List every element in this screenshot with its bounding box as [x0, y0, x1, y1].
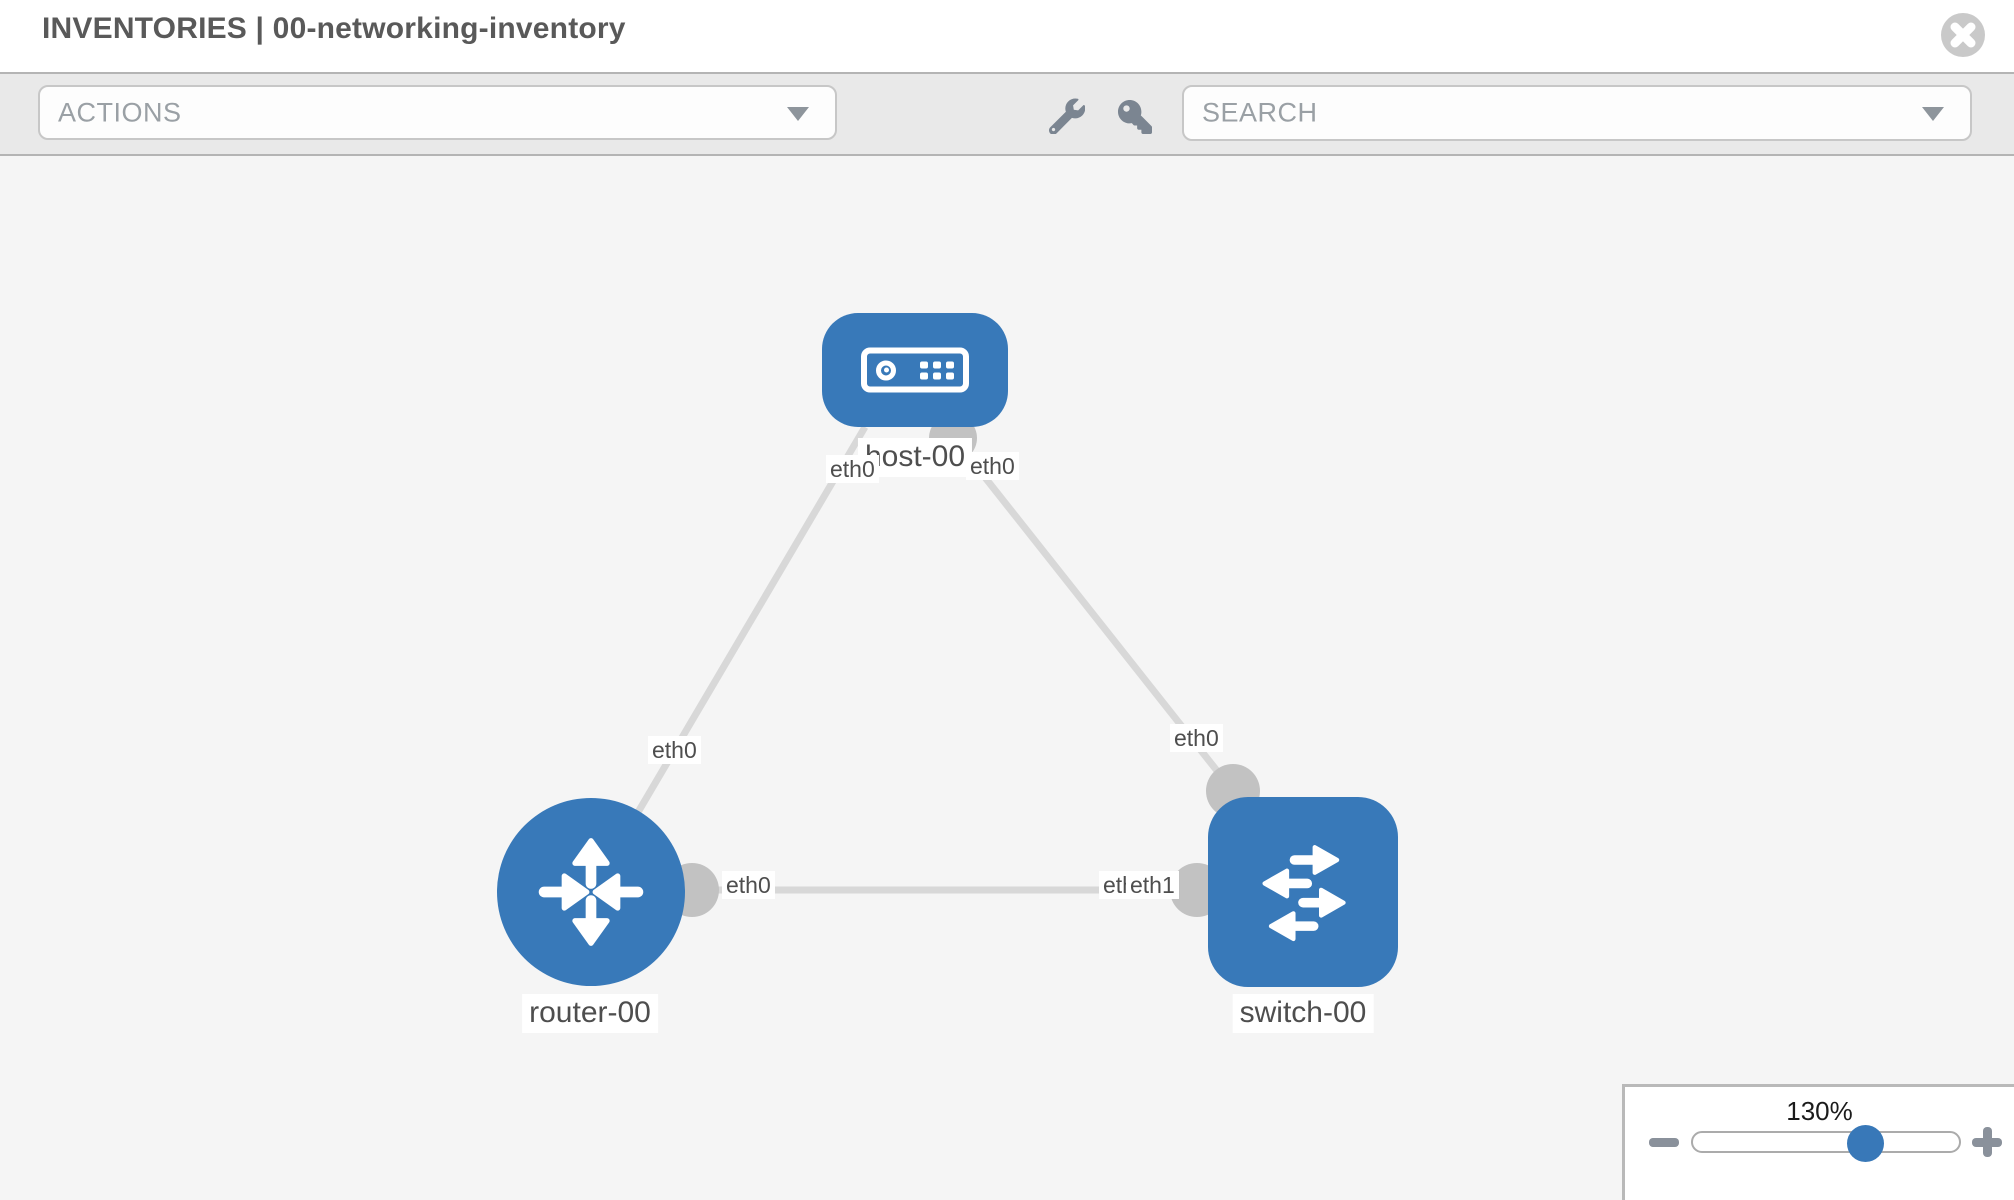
close-button[interactable] [1941, 13, 1985, 57]
zoom-slider-thumb[interactable] [1847, 1125, 1884, 1162]
zoom-out-button[interactable] [1649, 1138, 1679, 1147]
close-icon [1941, 13, 1985, 57]
interface-label-host-router: eth0 [648, 736, 701, 765]
node-label-switch: switch-00 [1232, 994, 1374, 1033]
zoom-slider-track[interactable] [1691, 1131, 1961, 1153]
window-header: INVENTORIES | 00-networking-inventory [0, 0, 2014, 72]
topology-wires [587, 414, 1260, 917]
node-host[interactable] [822, 313, 1008, 427]
actions-dropdown-label: ACTIONS [58, 97, 182, 127]
interface-label-host-left: eth0 [826, 455, 879, 484]
switch-icon [1262, 845, 1346, 942]
page-title: INVENTORIES | 00-networking-inventory [42, 12, 626, 45]
host-icon-vents [920, 361, 954, 379]
router-icon [538, 838, 644, 946]
node-router[interactable] [497, 798, 685, 986]
search-placeholder: SEARCH [1202, 97, 1318, 128]
zoom-percent-value: 130% [1786, 1096, 1853, 1126]
interface-label-host-right: eth0 [966, 452, 1019, 481]
host-device-icon [861, 347, 969, 393]
chevron-down-icon [1922, 107, 1944, 121]
search-dropdown[interactable]: SEARCH [1182, 85, 1972, 141]
key-button[interactable] [1116, 100, 1154, 136]
interface-label-router-port: eth0 [722, 871, 775, 900]
interface-label-switch-ports: eth0 eth1 [1099, 871, 1179, 901]
node-switch[interactable] [1208, 797, 1398, 987]
toolbar: ACTIONS SEARCH [0, 72, 2014, 156]
topology-canvas[interactable]: host-00 router-00 switch-00 eth0 eth0 et… [0, 156, 2014, 1200]
key-icon [1118, 100, 1152, 134]
wrench-button[interactable] [1048, 98, 1086, 136]
wrench-icon [1048, 98, 1086, 135]
zoom-control-panel: 130% [1622, 1084, 2014, 1200]
chevron-down-icon [787, 106, 809, 121]
node-label-router: router-00 [522, 994, 658, 1033]
interface-label-switch-eth1: eth1 [1126, 871, 1179, 900]
zoom-in-button[interactable] [1972, 1127, 2002, 1157]
interface-label-host-switch: eth0 [1170, 724, 1223, 753]
actions-dropdown[interactable]: ACTIONS [38, 85, 837, 140]
host-icon-led [876, 360, 896, 380]
